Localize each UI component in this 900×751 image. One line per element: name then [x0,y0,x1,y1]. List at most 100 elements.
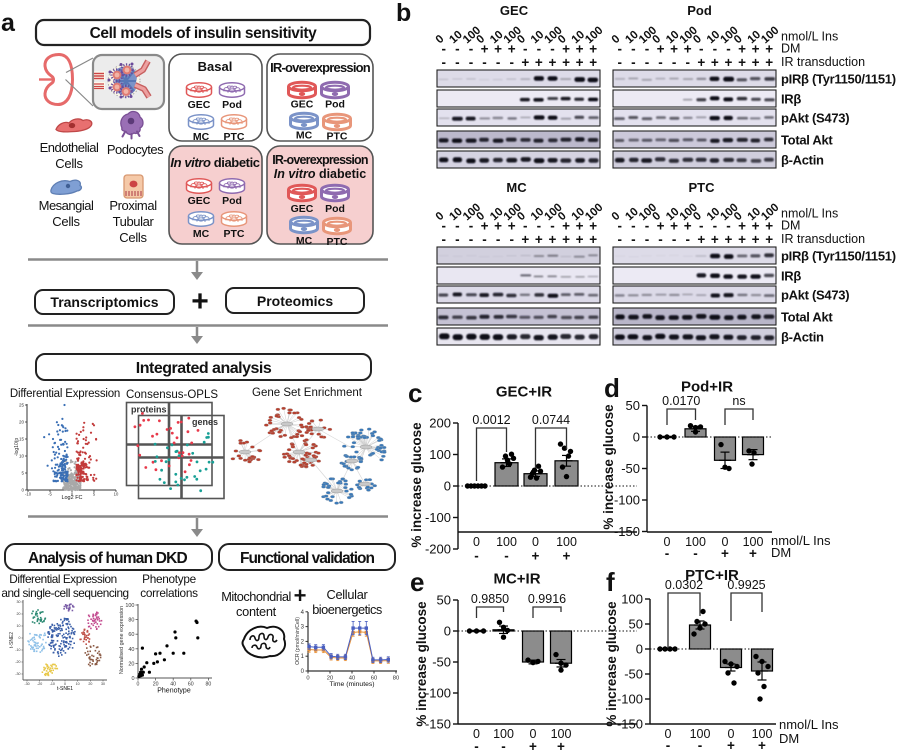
svg-text:40: 40 [128,647,134,653]
svg-text:In vitro diabetic: In vitro diabetic [170,155,259,170]
svg-text:-: - [550,42,555,57]
svg-text:-50: -50 [621,461,640,476]
svg-text:+: + [576,55,584,70]
svg-text:-: - [685,55,690,70]
svg-text:+: + [738,55,746,70]
svg-text:10: 10 [114,492,119,497]
svg-text:+: + [562,219,570,234]
svg-text:-: - [645,219,650,234]
svg-text:Pod: Pod [325,99,345,111]
svg-text:100: 100 [685,535,706,549]
svg-text:-: - [523,42,528,57]
svg-text:20: 20 [153,682,159,688]
svg-text:-: - [537,219,542,234]
svg-text:Pod: Pod [325,203,345,215]
svg-text:0: 0 [137,682,140,688]
svg-text:15: 15 [19,437,25,442]
svg-text:+: + [494,219,502,234]
svg-text:GEC: GEC [500,3,529,18]
svg-text:100: 100 [125,603,134,609]
svg-text:100: 100 [752,727,773,741]
svg-text:MC: MC [193,131,210,143]
svg-text:+: + [725,232,733,247]
svg-text:+: + [758,738,766,751]
svg-text:nmol/L Ins: nmol/L Ins [779,717,839,732]
svg-text:60: 60 [371,676,377,682]
svg-text:MC: MC [506,180,527,195]
svg-text:+: + [738,42,746,57]
svg-text:-: - [645,55,650,70]
svg-text:+: + [521,55,529,70]
svg-text:+: + [721,546,729,561]
svg-text:-: - [726,219,731,234]
svg-text:-: - [665,546,670,561]
svg-text:Normalised gene expression: Normalised gene expression [119,606,125,674]
svg-text:-: - [618,42,623,57]
svg-text:80: 80 [128,618,134,624]
svg-text:0: 0 [473,727,480,741]
svg-text:Basal: Basal [198,59,233,74]
svg-text:+: + [765,232,773,247]
svg-text:+: + [711,232,719,247]
svg-text:-: - [631,55,636,70]
svg-text:pIRβ (Tyr1150/1151): pIRβ (Tyr1150/1151) [781,249,896,264]
svg-text:Consensus-OPLS: Consensus-OPLS [126,389,218,401]
svg-text:100: 100 [551,727,572,741]
svg-text:+: + [711,55,719,70]
svg-text:10: 10 [17,624,21,628]
svg-text:+: + [738,232,746,247]
svg-text:PTC: PTC [327,131,348,143]
svg-text:25: 25 [19,403,25,408]
svg-text:0.0302: 0.0302 [665,578,703,592]
svg-text:-150: -150 [425,717,451,732]
svg-text:0: 0 [21,488,24,493]
svg-text:+: + [549,55,557,70]
svg-text:content: content [236,604,277,619]
svg-text:+: + [752,55,760,70]
svg-text:-: - [442,232,447,247]
svg-text:+: + [589,232,597,247]
svg-text:GEC: GEC [291,203,314,215]
svg-text:0.0170: 0.0170 [662,394,700,408]
svg-text:PTC: PTC [224,228,245,240]
svg-text:3: 3 [301,625,305,631]
svg-text:pAkt (S473): pAkt (S473) [781,111,849,126]
svg-text:% increase glucose: % increase glucose [409,422,424,548]
svg-text:+: + [508,219,516,234]
svg-text:+: + [765,42,773,57]
svg-text:50: 50 [626,398,640,413]
svg-text:-200: -200 [425,542,451,557]
svg-text:20: 20 [19,420,25,425]
svg-text:β-Actin: β-Actin [781,330,824,345]
svg-text:-: - [550,219,555,234]
svg-text:-: - [618,219,623,234]
svg-text:+: + [576,232,584,247]
svg-text:IR-overexpression: IR-overexpression [272,153,368,167]
svg-text:Integrated analysis: Integrated analysis [136,360,272,377]
svg-text:+: + [670,219,678,234]
svg-text:-: - [698,738,703,751]
svg-text:-100: -100 [614,493,640,508]
svg-text:+: + [576,42,584,57]
svg-text:+: + [532,549,540,564]
svg-text:+: + [657,42,665,57]
svg-text:+: + [535,55,543,70]
svg-text:Phenotype: Phenotype [157,688,191,695]
svg-text:+: + [752,232,760,247]
svg-text:0.9925: 0.9925 [727,578,765,592]
svg-text:-: - [726,42,731,57]
svg-text:-: - [631,219,636,234]
svg-text:+: + [684,42,692,57]
svg-text:+: + [765,55,773,70]
svg-text:+: + [557,739,565,751]
svg-text:10: 10 [19,454,25,459]
svg-text:+: + [508,42,516,57]
svg-text:-: - [672,232,677,247]
svg-text:Total Akt: Total Akt [781,133,833,148]
svg-text:f: f [606,567,615,597]
svg-text:+: + [481,42,489,57]
svg-text:-: - [469,55,474,70]
svg-text:MC: MC [296,235,313,247]
svg-text:+: + [529,739,537,751]
svg-text:-10: -10 [25,492,32,497]
